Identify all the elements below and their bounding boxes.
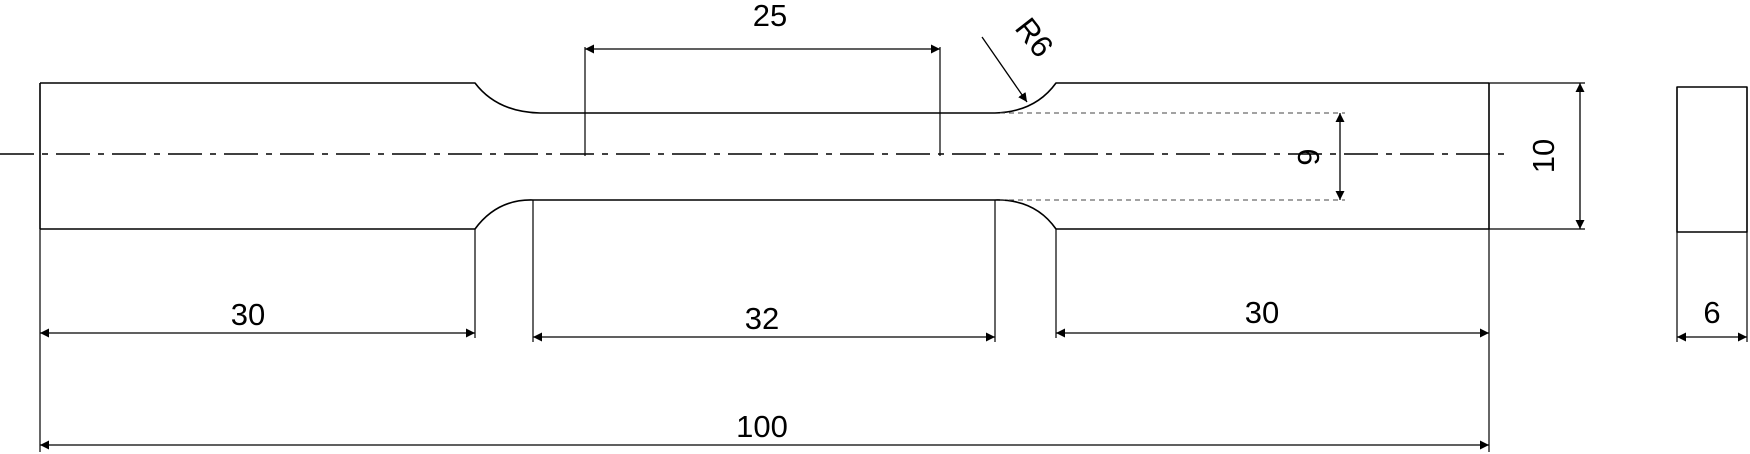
overall-length-dimension: 100 bbox=[40, 409, 1489, 450]
specimen-top-edge bbox=[40, 82, 1489, 114]
specimen-bottom-edge bbox=[40, 199, 1489, 230]
reduced-length-label: 32 bbox=[745, 301, 779, 336]
overall-length-label: 100 bbox=[736, 409, 788, 444]
thickness-label: 6 bbox=[1703, 295, 1720, 330]
reduced-length-dimension: 32 bbox=[533, 301, 995, 342]
left-grip-dimension: 30 bbox=[40, 297, 475, 338]
gauge-length-label: 25 bbox=[753, 0, 787, 33]
specimen-front-view bbox=[39, 82, 1490, 230]
overall-height-label: 10 bbox=[1526, 139, 1561, 173]
horizontal-extension-lines bbox=[39, 200, 1490, 452]
right-grip-dimension: 30 bbox=[1056, 295, 1489, 338]
side-view-rectangle bbox=[1676, 86, 1748, 233]
section-width-label: 6 bbox=[1291, 148, 1326, 165]
section-width-dimension: 6 bbox=[1291, 113, 1345, 200]
overall-height-dimension: 10 bbox=[1489, 82, 1585, 230]
right-grip-label: 30 bbox=[1245, 295, 1279, 330]
gauge-length-dimension: 25 bbox=[584, 0, 941, 156]
fillet-radius-callout: R6 bbox=[981, 11, 1060, 103]
left-grip-label: 30 bbox=[231, 297, 265, 332]
fillet-radius-label: R6 bbox=[1008, 11, 1060, 64]
fillet-radius-leader bbox=[981, 36, 1028, 103]
specimen-side-view: 6 bbox=[1676, 86, 1748, 342]
